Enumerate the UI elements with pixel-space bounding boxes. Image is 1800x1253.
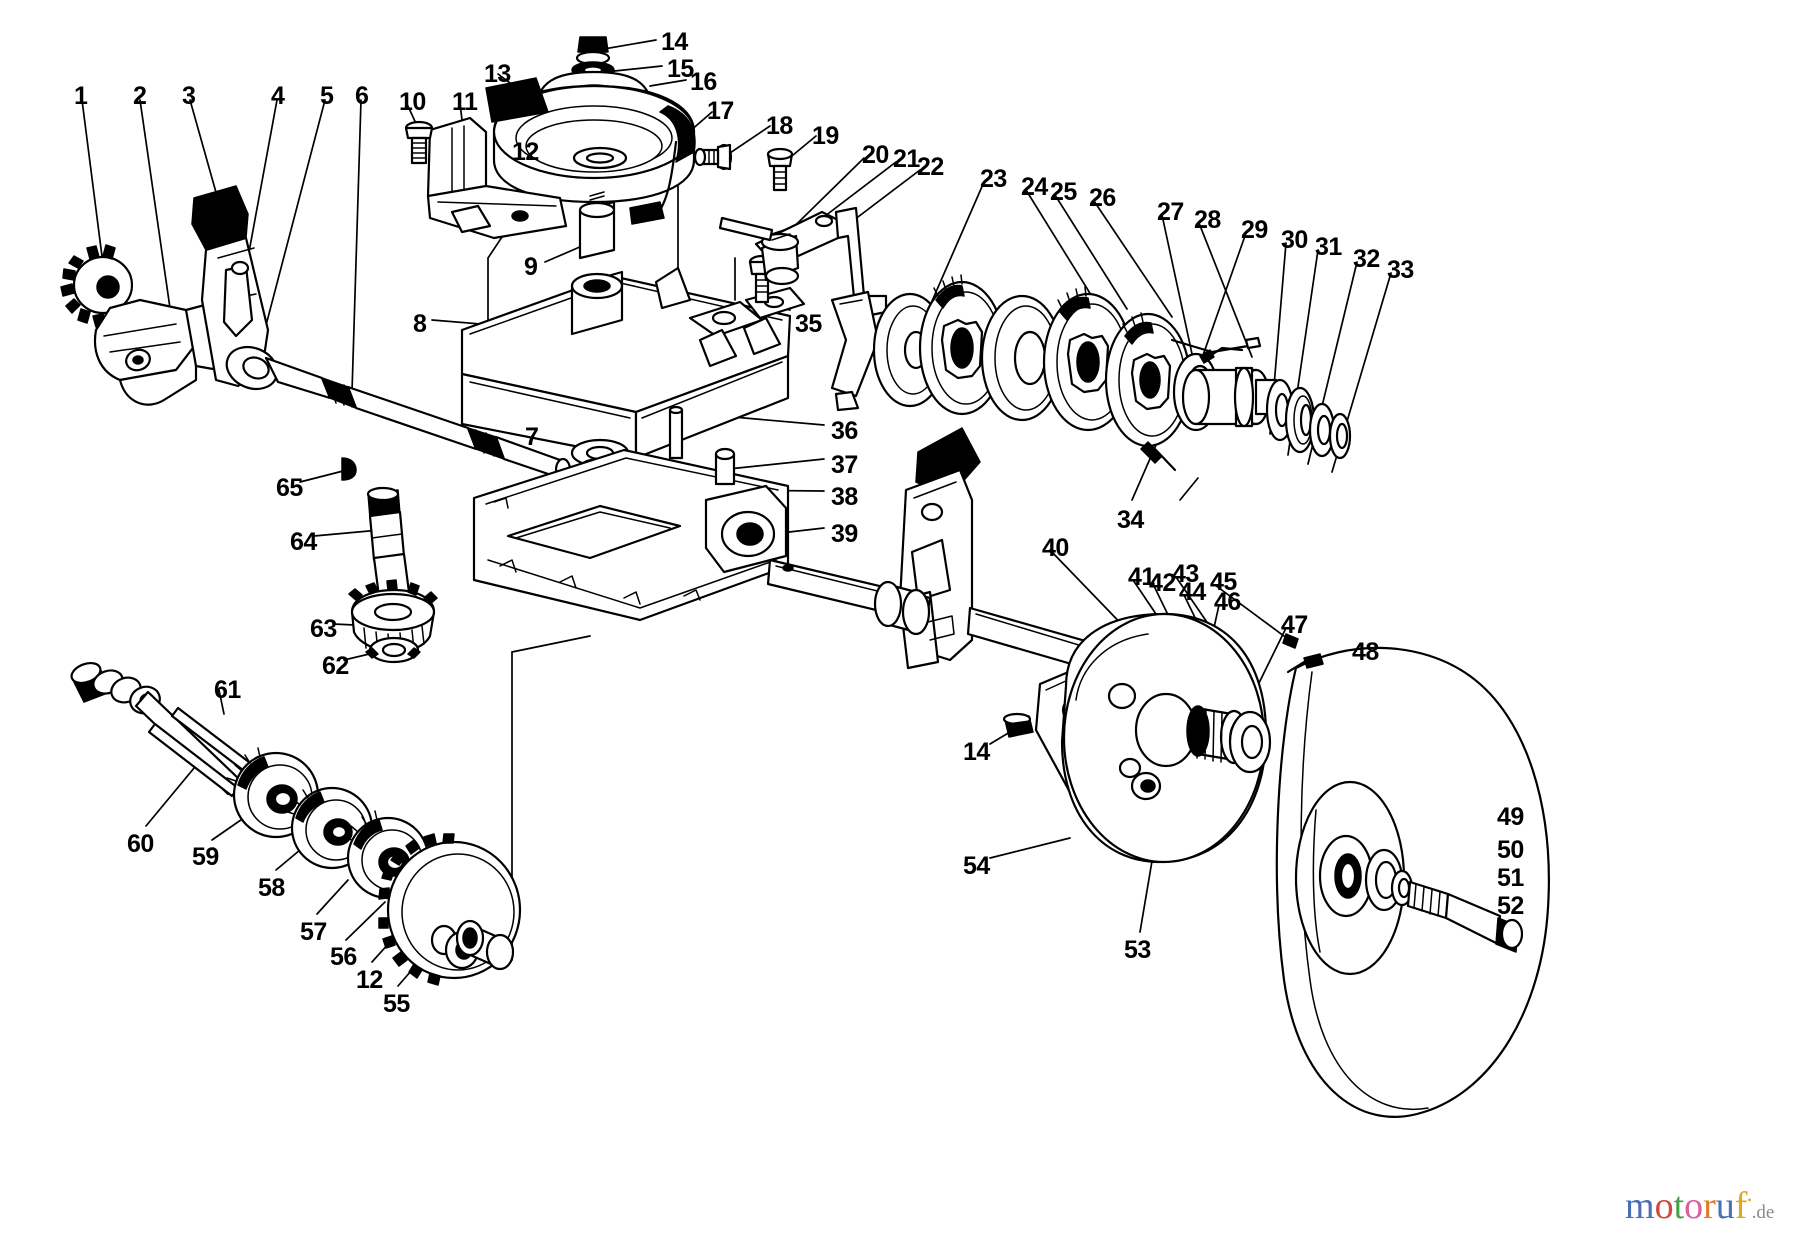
- clutch-disc-stack: [718, 206, 1352, 472]
- callout-6: 6: [355, 82, 369, 110]
- callout-3: 3: [182, 82, 196, 110]
- watermark-suffix: .de: [1751, 1202, 1775, 1223]
- callout-60: 60: [127, 830, 154, 858]
- callout-33: 33: [1387, 256, 1414, 284]
- callout-63: 63: [310, 615, 337, 643]
- callout-53: 53: [1124, 936, 1151, 964]
- callout-19: 19: [812, 122, 839, 150]
- callout-30: 30: [1281, 226, 1308, 254]
- callout-43: 43: [1172, 560, 1199, 588]
- callout-15: 15: [667, 55, 694, 83]
- callout-34: 34: [1117, 506, 1144, 534]
- callout-36: 36: [831, 417, 858, 445]
- callout-14: 14: [963, 738, 990, 766]
- callout-58: 58: [258, 874, 285, 902]
- gear-case-lower-housing: [472, 447, 790, 622]
- watermark-letter-o-3: o: [1684, 1185, 1704, 1227]
- callout-4: 4: [271, 82, 285, 110]
- callout-40: 40: [1042, 534, 1069, 562]
- callout-8: 8: [413, 310, 427, 338]
- watermark-letter-r-4: r: [1703, 1185, 1716, 1227]
- callout-65: 65: [276, 474, 303, 502]
- callout-20: 20: [862, 141, 889, 169]
- callout-44: 44: [1179, 578, 1206, 606]
- callout-41: 41: [1128, 563, 1155, 591]
- callout-13: 13: [484, 60, 511, 88]
- callout-39: 39: [831, 520, 858, 548]
- callout-61: 61: [214, 676, 241, 704]
- callout-32: 32: [1353, 245, 1380, 273]
- gear-train-assembly: [70, 457, 522, 986]
- callout-45: 45: [1210, 568, 1237, 596]
- callout-29: 29: [1241, 216, 1268, 244]
- watermark-letter-u-5: u: [1715, 1185, 1735, 1227]
- callout-56: 56: [330, 943, 357, 971]
- callout-9: 9: [524, 253, 538, 281]
- callout-31: 31: [1315, 233, 1342, 261]
- callout-48: 48: [1352, 638, 1379, 666]
- callout-10: 10: [399, 88, 426, 116]
- motoruf-watermark: motoruf•.de: [1625, 1184, 1774, 1228]
- callout-21: 21: [893, 145, 920, 173]
- callout-16: 16: [690, 68, 717, 96]
- watermark-letter-o-1: o: [1654, 1185, 1674, 1227]
- callout-46: 46: [1214, 588, 1241, 616]
- callout-64: 64: [290, 528, 317, 556]
- callout-26: 26: [1089, 184, 1116, 212]
- callout-24: 24: [1021, 173, 1048, 201]
- wheel-drive-assembly: [766, 427, 1550, 1118]
- callout-1: 1: [74, 82, 88, 110]
- callout-22: 22: [917, 153, 944, 181]
- callout-59: 59: [192, 843, 219, 871]
- callout-7: 7: [525, 423, 539, 451]
- callout-18: 18: [766, 112, 793, 140]
- engine-housing-assembly: [404, 36, 794, 240]
- watermark-dot-icon: •: [1747, 1193, 1752, 1208]
- callout-38: 38: [831, 483, 858, 511]
- callout-37: 37: [831, 451, 858, 479]
- callout-28: 28: [1194, 206, 1221, 234]
- callout-42: 42: [1149, 569, 1176, 597]
- callout-14: 14: [661, 28, 688, 56]
- left-gear-lever-assembly: [60, 185, 572, 483]
- callout-35: 35: [795, 310, 822, 338]
- callout-27: 27: [1157, 198, 1184, 226]
- callout-17: 17: [707, 97, 734, 125]
- callout-47: 47: [1281, 611, 1308, 639]
- callout-12: 12: [356, 966, 383, 994]
- watermark-letter-t-2: t: [1673, 1185, 1685, 1227]
- callout-54: 54: [963, 852, 990, 880]
- callout-50: 50: [1497, 836, 1524, 864]
- callout-25: 25: [1050, 178, 1077, 206]
- watermark-letter-m-0: m: [1625, 1185, 1655, 1227]
- callout-11: 11: [452, 88, 478, 116]
- callout-51: 51: [1497, 864, 1524, 892]
- callout-12: 12: [512, 138, 539, 166]
- callout-2: 2: [133, 82, 147, 110]
- callout-23: 23: [980, 165, 1007, 193]
- callout-57: 57: [300, 918, 327, 946]
- callout-55: 55: [383, 990, 410, 1018]
- callout-62: 62: [322, 652, 349, 680]
- watermark-letter-f-6: f: [1734, 1185, 1748, 1227]
- callout-49: 49: [1497, 803, 1524, 831]
- callout-52: 52: [1497, 892, 1524, 920]
- callout-5: 5: [320, 82, 334, 110]
